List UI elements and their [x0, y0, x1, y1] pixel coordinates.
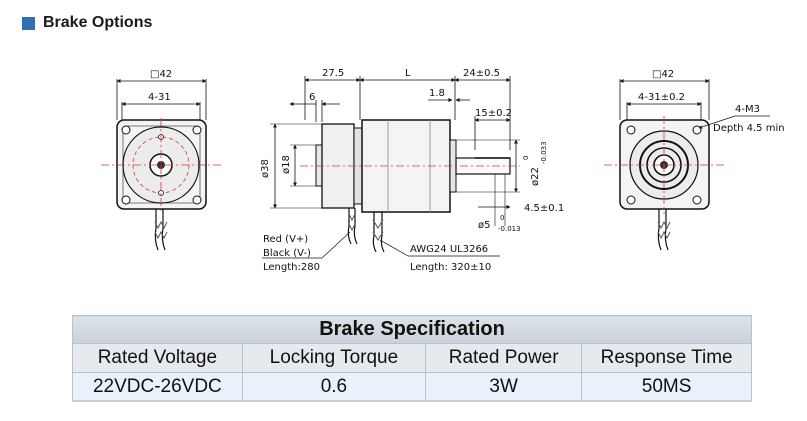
tapped-depth-label: Depth 4.5 min	[713, 123, 785, 134]
header-rated-voltage: Rated Voltage	[72, 343, 243, 373]
brake-spec-table: Brake Specification Rated Voltage Lockin…	[72, 315, 752, 402]
dim-pilot: ø22	[530, 167, 541, 186]
dim-flat: 15±0.2	[475, 108, 512, 119]
section-title: Brake Options	[43, 14, 153, 31]
dim-dia-outer: ø38	[260, 159, 271, 178]
cable-length-label: Length: 320±10	[410, 262, 491, 273]
dim-boss: 1.8	[429, 88, 445, 99]
dim-rear: 27.5	[322, 68, 344, 79]
section-marker-icon	[22, 16, 35, 30]
left-pitch-label: 4-31	[148, 92, 171, 103]
header-locking-torque: Locking Torque	[241, 343, 427, 373]
dim-pilot-tol-upper: 0	[522, 156, 530, 160]
cable-type-label: AWG24 UL3266	[410, 244, 488, 255]
dim-flange-step: 6	[309, 92, 315, 103]
dim-shaft-dia: ø5	[478, 220, 490, 231]
tapped-hole-label: 4-M3	[735, 104, 760, 115]
header-response-time: Response Time	[581, 343, 752, 373]
front-view-left: □42 4-31	[101, 69, 221, 251]
right-pitch-label: 4-31±0.2	[638, 92, 685, 103]
value-rated-voltage: 22VDC-26VDC	[72, 372, 243, 402]
dim-shaft-tol-upper: 0	[500, 214, 504, 222]
value-response-time: 50MS	[581, 372, 752, 402]
table-title: Brake Specification	[72, 315, 752, 344]
wire-red-label: Red (V+)	[263, 234, 308, 245]
dim-flat-depth: 4.5±0.1	[524, 203, 564, 214]
left-square-label: □42	[150, 69, 172, 80]
motor-drawing: □42 4-31 27.5 L 24±0.5	[101, 68, 785, 273]
value-rated-power: 3W	[425, 372, 583, 402]
table-header-row: Rated Voltage Locking Torque Rated Power…	[72, 343, 752, 373]
bottom-divider	[72, 400, 752, 402]
dim-body: L	[405, 68, 411, 79]
header-rated-power: Rated Power	[425, 343, 583, 373]
wire-black-label: Black (V-)	[263, 248, 311, 259]
table-row: 22VDC-26VDC 0.6 3W 50MS	[72, 372, 752, 402]
dim-shaft-tol-lower: -0.013	[498, 225, 521, 233]
section-header: Brake Options	[22, 14, 152, 32]
dim-dia-inner: ø18	[281, 155, 292, 174]
wire-length-label: Length:280	[263, 262, 320, 273]
side-view: 27.5 L 24±0.5 6 1.8 15±0.2 ø38 ø18	[260, 68, 564, 273]
value-locking-torque: 0.6	[241, 372, 427, 402]
front-view-right: □42 4-31±0.2 4-M3 Depth 4.5 min	[604, 69, 785, 251]
dim-pilot-tol-lower: -0.033	[540, 141, 548, 164]
dim-shaft: 24±0.5	[463, 68, 500, 79]
right-square-label: □42	[652, 69, 674, 80]
